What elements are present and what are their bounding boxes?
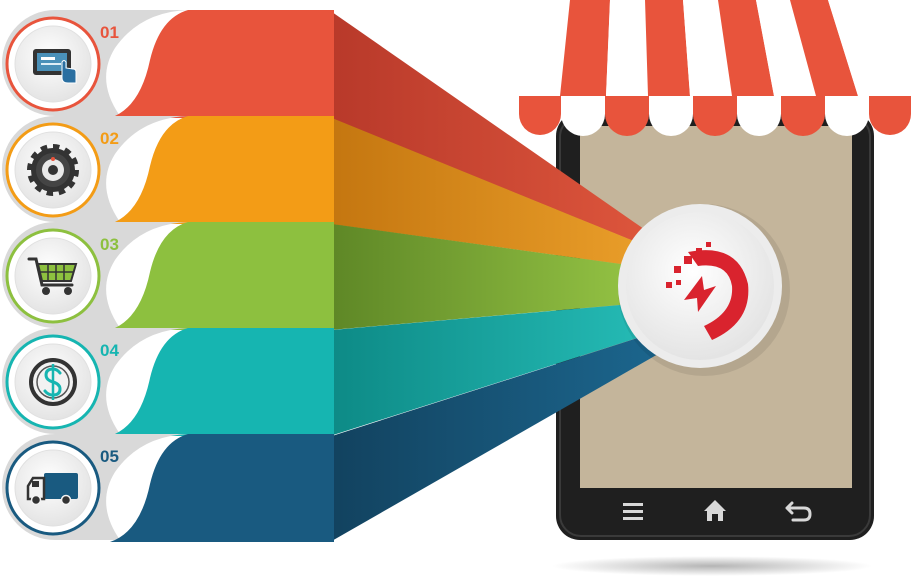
menu-icon[interactable] bbox=[623, 503, 643, 520]
awning-stripe bbox=[718, 0, 774, 96]
step-02: 02 bbox=[2, 116, 334, 224]
awning-stripe bbox=[606, 0, 648, 96]
awning-valance bbox=[561, 96, 605, 136]
center-logo-badge bbox=[618, 204, 790, 376]
awning-stripe bbox=[790, 0, 858, 96]
gear-icon bbox=[27, 144, 79, 196]
step-03: 03 bbox=[2, 222, 334, 330]
step-05: 05 bbox=[2, 434, 334, 542]
delivery-truck-icon bbox=[26, 473, 78, 506]
awning-stripe bbox=[560, 0, 610, 96]
awning-stripe bbox=[683, 0, 732, 96]
ribbon-02 bbox=[330, 118, 700, 275]
awning-valance bbox=[781, 96, 825, 136]
back-icon[interactable] bbox=[785, 501, 812, 522]
step-number: 05 bbox=[100, 447, 119, 466]
awning-stripe bbox=[756, 0, 816, 96]
home-icon[interactable] bbox=[704, 500, 726, 521]
ribbon-03 bbox=[330, 224, 700, 330]
step-04: 04 bbox=[2, 328, 334, 436]
step-01: 01 bbox=[2, 10, 334, 118]
touchscreen-tablet-icon bbox=[33, 49, 77, 84]
step-number: 04 bbox=[100, 341, 119, 360]
awning-valance bbox=[825, 96, 869, 136]
step-band bbox=[110, 116, 334, 224]
phone-shadow bbox=[552, 556, 872, 576]
step-number: 03 bbox=[100, 235, 119, 254]
step-band bbox=[110, 10, 334, 118]
red-d-lightning-logo bbox=[666, 242, 749, 340]
step-number: 02 bbox=[100, 129, 119, 148]
ribbon-04 bbox=[330, 298, 700, 436]
awning-valance bbox=[519, 96, 561, 135]
ribbons bbox=[330, 12, 700, 542]
step-band bbox=[110, 222, 334, 330]
ribbon-01 bbox=[330, 12, 700, 268]
awning-valance bbox=[869, 96, 911, 135]
step-band bbox=[110, 328, 334, 436]
awning-valance bbox=[737, 96, 781, 136]
awning-valance bbox=[693, 96, 737, 136]
awning-stripe bbox=[645, 0, 690, 96]
ribbon-05 bbox=[330, 318, 700, 542]
shopping-cart-icon bbox=[27, 257, 78, 295]
step-number: 01 bbox=[100, 23, 119, 42]
awning-valance bbox=[649, 96, 693, 136]
awning-valance bbox=[605, 96, 649, 136]
awning-stripe bbox=[828, 0, 902, 96]
dollar-coin-icon bbox=[29, 358, 77, 406]
step-band bbox=[110, 434, 334, 542]
awning bbox=[519, 0, 911, 136]
